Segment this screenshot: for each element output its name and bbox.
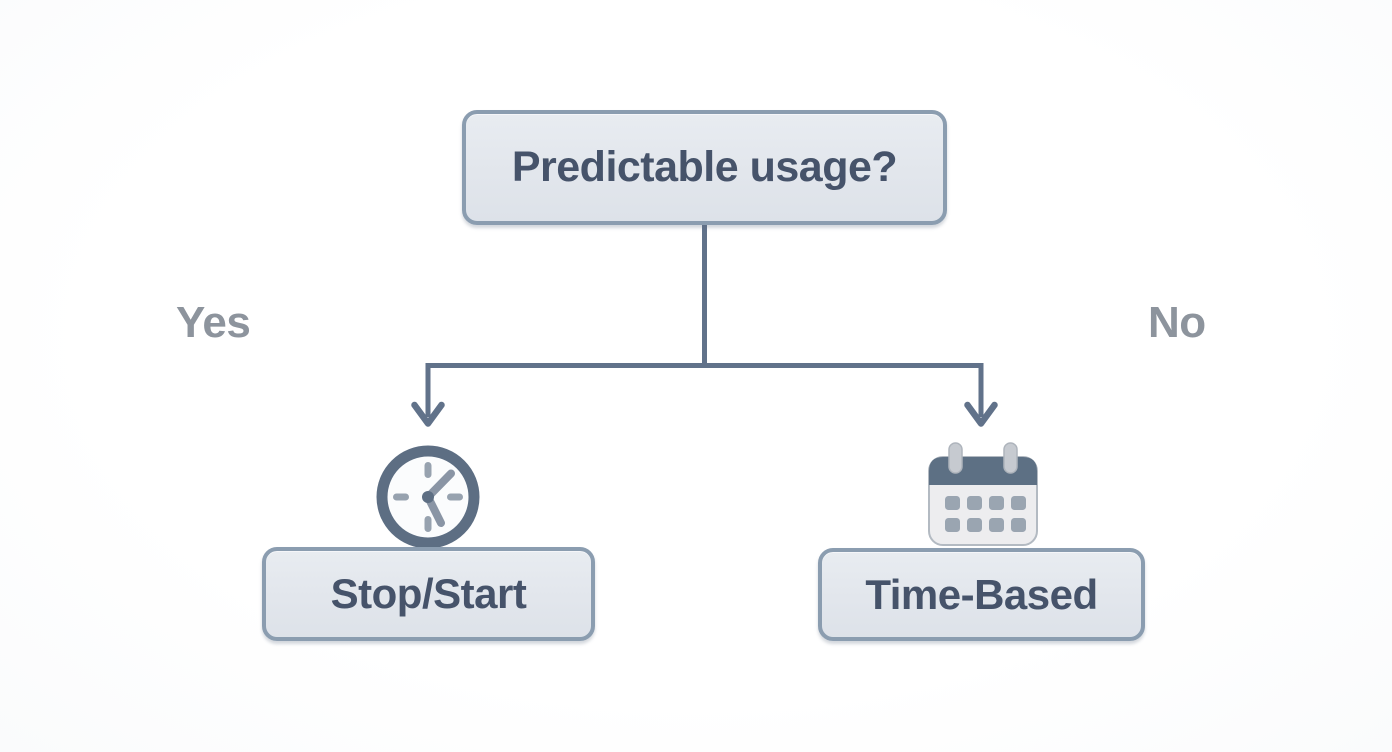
root-question-node: Predictable usage? bbox=[462, 110, 947, 225]
clock-icon bbox=[371, 440, 485, 554]
down-arrow-icon bbox=[411, 401, 445, 427]
no-branch-label: No bbox=[1148, 298, 1206, 347]
no-result-node: Time-Based bbox=[818, 548, 1145, 641]
yes-result-node: Stop/Start bbox=[262, 547, 595, 641]
calendar-icon bbox=[925, 441, 1041, 551]
root-question-label: Predictable usage? bbox=[511, 143, 898, 191]
down-arrow-icon bbox=[964, 401, 998, 427]
yes-result-label: Stop/Start bbox=[330, 570, 527, 617]
yes-branch-label: Yes bbox=[176, 298, 251, 347]
no-result-label: Time-Based bbox=[865, 570, 1098, 618]
